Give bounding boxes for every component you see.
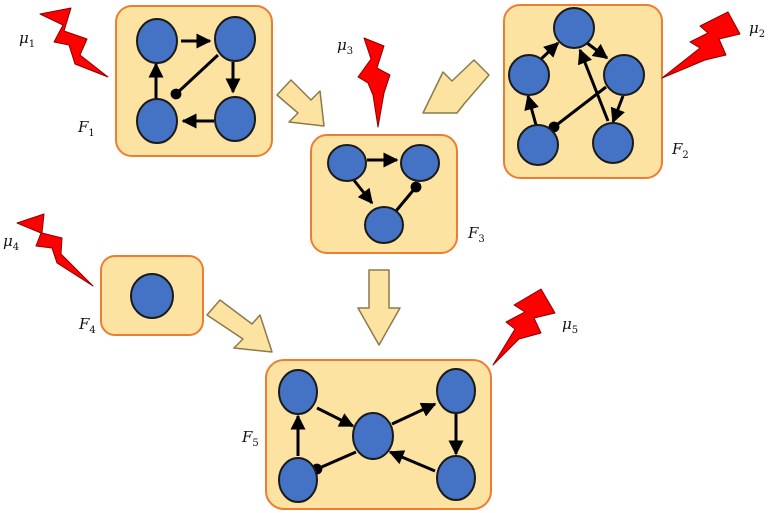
- edge-f3-bottom-tr: [394, 181, 422, 212]
- shock-label-symbol: μ: [337, 36, 347, 54]
- edge-f2-br-top: [577, 48, 610, 122]
- node-f4-single: [130, 273, 174, 319]
- panel-label-subscript: 5: [252, 438, 258, 449]
- node-f5-top-right: [436, 368, 476, 414]
- node-f1-top-right: [214, 16, 256, 62]
- edge-f2-ml-top: [538, 41, 560, 62]
- panel-label-subscript: 1: [88, 128, 94, 139]
- shock-label-symbol: μ: [562, 315, 572, 333]
- panel-label-f1: F1: [77, 118, 95, 139]
- node-f2-top: [553, 7, 595, 49]
- edge-f1-tr-diag: [170, 53, 220, 100]
- panel-label-subscript: 3: [478, 234, 484, 245]
- shock-label-symbol: μ: [3, 232, 13, 250]
- node-f1-top-left: [136, 18, 178, 64]
- edge-f5-br-center: [388, 450, 436, 473]
- flow-arrows: [206, 59, 490, 353]
- edge-f5-center-bl: [311, 450, 357, 475]
- panel-label-symbol: F: [241, 428, 253, 446]
- edge-f5-center-tr: [391, 402, 437, 426]
- lightning-bolt-icon: [357, 37, 391, 128]
- shock-label-subscript: 3: [347, 46, 353, 57]
- shock-label-subscript: 5: [572, 325, 578, 336]
- edge-f3-tl-bottom: [351, 178, 374, 205]
- shock-label-subscript: 4: [13, 242, 19, 253]
- lightning-bolt-icon: [16, 213, 94, 287]
- shock-label-mu2: μ2: [749, 19, 765, 40]
- panel-label-f5: F5: [241, 428, 259, 449]
- lightning-bolt-icon: [39, 7, 109, 78]
- nodes: [130, 7, 645, 503]
- flow-arrow-f2-to-f3: [422, 59, 490, 114]
- node-f5-bottom-left: [278, 457, 318, 503]
- panel-label-symbol: F: [467, 224, 479, 242]
- panel-label-subscript: 2: [682, 150, 688, 161]
- panel-label-f3: F3: [467, 224, 485, 245]
- shock-label-symbol: μ: [19, 29, 29, 47]
- edge-f2-mr-br: [610, 95, 625, 124]
- node-f3-bottom: [364, 206, 404, 244]
- flow-arrow-f3-to-f5: [357, 269, 401, 346]
- shock-label-subscript: 1: [29, 39, 35, 50]
- flow-arrow-f1-to-f3: [276, 79, 325, 127]
- flow-arrow-f4-to-f5: [206, 299, 273, 353]
- node-f5-bottom-right: [436, 455, 476, 501]
- edges: [148, 33, 625, 475]
- shock-label-mu3: μ3: [337, 36, 353, 57]
- shock-label-subscript: 2: [759, 29, 765, 40]
- node-f2-bottom-right: [592, 122, 634, 164]
- edge-f2-top-mr: [586, 41, 609, 60]
- shock-bolts: [16, 7, 741, 366]
- shock-label-mu5: μ5: [562, 315, 578, 336]
- node-f3-top-left: [327, 144, 367, 182]
- panel-label-subscript: 4: [89, 325, 95, 336]
- panel-label-f4: F4: [78, 315, 96, 336]
- panel-label-f2: F2: [671, 140, 689, 161]
- shock-label-mu4: μ4: [3, 232, 19, 253]
- node-f1-bottom-left: [136, 98, 178, 144]
- edge-f2-bl-ml: [524, 94, 539, 126]
- node-f5-top-left: [278, 369, 318, 415]
- panel-label-symbol: F: [77, 118, 89, 136]
- shock-label-symbol: μ: [749, 19, 759, 37]
- edge-f2-mr-bl: [548, 85, 607, 133]
- panel-label-symbol: F: [671, 140, 683, 158]
- node-f2-mid-right: [603, 54, 645, 96]
- node-f2-mid-left: [508, 54, 550, 96]
- lightning-bolt-icon: [492, 288, 556, 366]
- node-f1-bottom-right: [214, 96, 256, 142]
- panel-label-symbol: F: [78, 315, 90, 333]
- node-f3-top-right: [400, 144, 440, 182]
- node-f5-center: [352, 412, 394, 460]
- edge-f5-tl-center: [316, 406, 355, 428]
- lightning-bolt-icon: [661, 11, 741, 79]
- shock-label-mu1: μ1: [19, 29, 35, 50]
- node-f2-bottom-left: [517, 124, 559, 166]
